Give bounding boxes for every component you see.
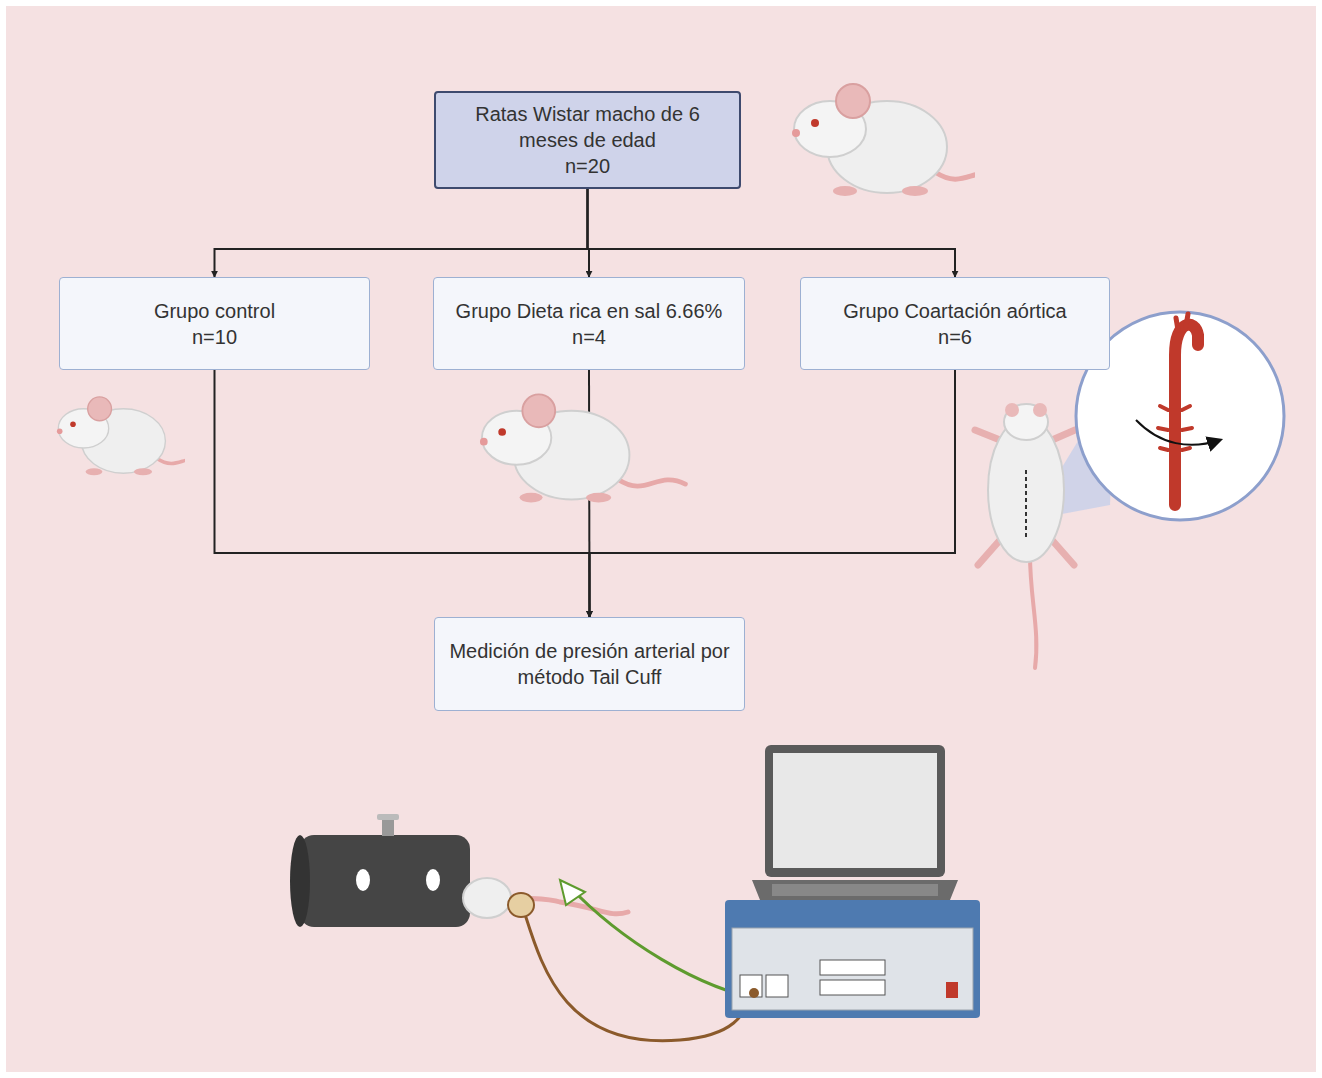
source-box: Ratas Wistar macho de 6 meses de edadn=2… [434, 91, 741, 189]
sample-size: n=20 [565, 153, 610, 179]
rat-illustration [480, 394, 685, 502]
connector-arrow [590, 370, 956, 617]
tail-cuff-device [290, 814, 765, 1041]
operated-rat-illustration [975, 403, 1075, 668]
sample-size: n=10 [192, 324, 237, 350]
measurement-box: Medición de presión arterial por método … [434, 617, 745, 711]
box-label: Medición de presión arterial por método … [447, 638, 732, 690]
sample-size: n=4 [572, 324, 606, 350]
rat-illustration [792, 84, 1005, 196]
group-box: Grupo Dieta rica en sal 6.66%n=4 [433, 277, 745, 370]
box-label: Grupo control [154, 298, 275, 324]
computer-acquisition-unit [725, 745, 980, 1018]
rat-illustration [57, 397, 206, 475]
group-box: Grupo Coartación aórtican=6 [800, 277, 1110, 370]
group-box: Grupo controln=10 [59, 277, 370, 370]
sample-size: n=6 [938, 324, 972, 350]
box-label: Ratas Wistar macho de 6 meses de edad [448, 101, 727, 153]
connector-arrow [215, 189, 588, 277]
box-label: Grupo Coartación aórtica [843, 298, 1066, 324]
connector-arrow [588, 189, 956, 277]
box-label: Grupo Dieta rica en sal 6.66% [456, 298, 723, 324]
